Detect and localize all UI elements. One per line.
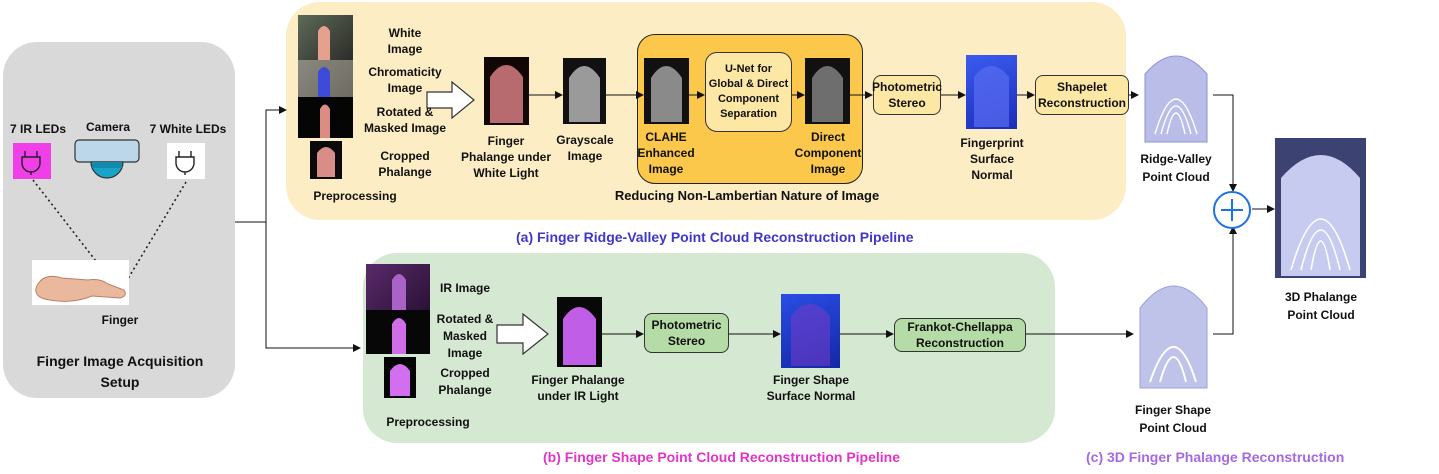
white-leds-label: 7 White LEDs: [149, 122, 227, 136]
chromaticity-label-2: Image: [387, 81, 423, 95]
shapelet-box: Shapelet Reconstruction: [1035, 75, 1129, 115]
shapelet-line-1: Shapelet: [1056, 80, 1107, 94]
direct-component-label-2: Component: [794, 146, 862, 160]
fingerprint-normal-label-2: Surface: [969, 152, 1015, 166]
fingerprint-normal-image: [966, 55, 1017, 129]
cropped-phalange-label-2: Phalange: [378, 165, 432, 179]
pipeline-b-caption: (b) Finger Shape Point Cloud Reconstruct…: [543, 449, 901, 465]
shape-cloud-label-2: Point Cloud: [1139, 421, 1207, 435]
grayscale-image: [563, 58, 606, 124]
finger-label: Finger: [101, 313, 139, 327]
camera-label: Camera: [85, 120, 131, 134]
white-led-icon: [167, 143, 205, 179]
ridge-valley-cloud-image: [1139, 44, 1213, 144]
camera-icon: [74, 139, 140, 189]
result-label-1: 3D Phalange: [1284, 290, 1358, 304]
unet-box: U-Net for Global & Direct Component Sepa…: [705, 52, 792, 132]
cropped-phalange-b-thumb: [384, 357, 416, 398]
pipeline-c-caption: (c) 3D Finger Phalange Reconstruction: [1086, 449, 1345, 465]
photometric-b-line-1: Photometric: [651, 318, 722, 332]
unet-line-4: Separation: [720, 108, 777, 120]
ir-leds-label: 7 IR LEDs: [9, 122, 66, 136]
rotated-masked-thumb: [298, 97, 353, 138]
chromaticity-label-1: Chromaticity: [368, 65, 442, 79]
cropped-phalange-b-label-2: Phalange: [438, 383, 492, 397]
clahe-label-2: Enhanced: [637, 146, 695, 160]
finger-white-light-image: [484, 57, 529, 125]
photometric-a-line-2: Stereo: [888, 96, 926, 110]
reducing-label: Reducing Non-Lambertian Nature of Image: [614, 188, 880, 203]
cropped-phalange-b-label-1: Cropped: [440, 366, 490, 380]
direct-component-label-3: Image: [810, 162, 846, 176]
rotated-masked-label-2: Masked Image: [363, 121, 447, 135]
shape-cloud-label-1: Finger Shape: [1134, 403, 1211, 417]
photometric-a-line-1: Photometric: [872, 80, 943, 94]
photometric-stereo-b-box: Photometric Stereo: [644, 313, 729, 353]
frankot-line-2: Reconstruction: [915, 336, 1004, 350]
white-image-label-2: Image: [387, 42, 423, 56]
fingerprint-normal-label-1: Fingerprint: [960, 136, 1024, 150]
acquisition-title-2: Setup: [100, 374, 140, 390]
acquisition-panel: [3, 42, 235, 398]
ir-image-thumb: [366, 264, 430, 310]
unet-line-3: Component: [717, 93, 780, 105]
unet-line-2: Global & Direct: [708, 78, 789, 90]
result-label-2: Point Cloud: [1287, 308, 1355, 322]
ir-image-label: IR Image: [439, 281, 490, 295]
ridge-valley-label-1: Ridge-Valley: [1140, 152, 1212, 166]
direct-component-label-1: Direct: [810, 130, 845, 144]
rotated-masked-b-label-2: Masked: [442, 329, 488, 343]
preprocessing-b-label: Preprocessing: [386, 415, 470, 429]
clahe-image: [644, 58, 689, 124]
shapelet-line-2: Reconstruction: [1037, 96, 1126, 110]
shape-normal-label-1: Finger Shape: [772, 373, 849, 387]
rotated-masked-b-thumb: [366, 310, 430, 354]
shape-normal-label-2: Surface Normal: [766, 389, 856, 403]
rotated-masked-label-1: Rotated &: [376, 105, 434, 119]
direct-component-image: [805, 58, 850, 124]
phalange-cloud-image: [1275, 138, 1366, 278]
rotated-masked-b-label-1: Rotated &: [436, 312, 494, 326]
frankot-line-1: Frankot-Chellappa: [907, 320, 1013, 334]
shape-cloud-image: [1134, 272, 1213, 390]
pipeline-a-caption: (a) Finger Ridge-Valley Point Cloud Reco…: [516, 229, 914, 245]
rotated-masked-b-label-3: Image: [447, 346, 483, 360]
ir-led-icon: [13, 143, 51, 179]
finger-white-light-label-2: Phalange under: [460, 150, 552, 164]
grayscale-label-2: Image: [567, 149, 603, 163]
cropped-phalange-thumb: [310, 141, 342, 179]
clahe-label-3: Image: [648, 162, 684, 176]
white-image-thumb: [298, 15, 353, 60]
finger-ir-light-label-1: Finger Phalange: [531, 373, 625, 387]
photometric-stereo-a-box: Photometric Stereo: [872, 75, 943, 115]
chromaticity-image-thumb: [298, 60, 353, 97]
acquisition-title-1: Finger Image Acquisition: [36, 353, 204, 369]
cropped-phalange-label-1: Cropped: [380, 149, 430, 163]
fingerprint-normal-label-3: Normal: [971, 168, 1013, 182]
shape-normal-image: [781, 294, 840, 368]
finger-white-light-label-1: Finger: [487, 134, 525, 148]
unet-line-1: U-Net for: [724, 63, 773, 75]
grayscale-label-1: Grayscale: [556, 133, 614, 147]
finger-ir-light-image: [557, 297, 602, 367]
finger-white-light-label-3: White Light: [473, 166, 539, 180]
finger-ir-light-label-2: under IR Light: [537, 389, 619, 403]
plus-icon: [1212, 190, 1252, 230]
ridge-valley-label-2: Point Cloud: [1142, 170, 1210, 184]
clahe-label-1: CLAHE: [645, 130, 687, 144]
preprocessing-a-label: Preprocessing: [313, 189, 397, 203]
frankot-chellappa-box: Frankot-Chellappa Reconstruction: [894, 318, 1026, 352]
finger-photo: [32, 260, 129, 305]
photometric-b-line-2: Stereo: [667, 334, 706, 348]
white-image-label-1: White: [388, 26, 422, 40]
